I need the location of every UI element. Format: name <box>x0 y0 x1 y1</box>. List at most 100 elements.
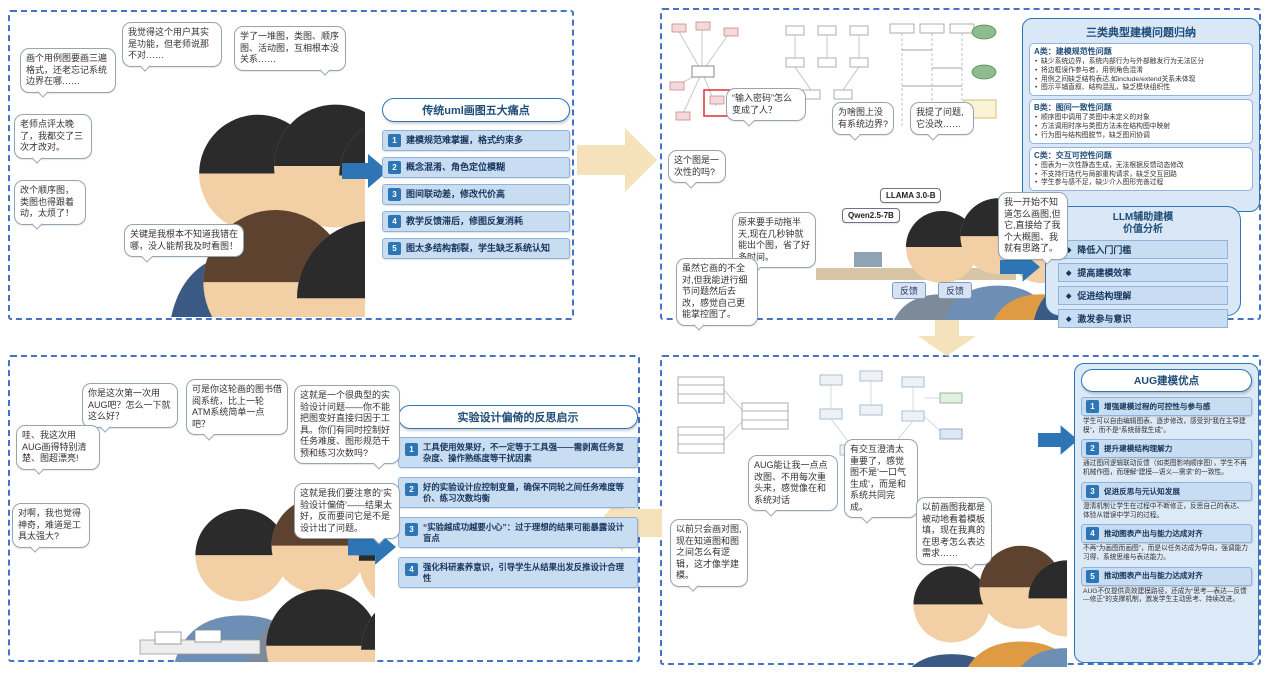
item-description: 澄清机制让学生在过程中不断修正，反思自己的表达、体验从错误中学习的过程。 <box>1083 502 1244 519</box>
section-bullet: 不支持行迭代与局部重构请求，缺乏交互回路 <box>1034 171 1248 180</box>
section-bullet: 将边框误作参与者，用例角色混淆 <box>1034 67 1248 76</box>
actor-icon <box>971 24 997 40</box>
section-heading: C类：交互可控性问题 <box>1034 150 1112 160</box>
quadrant-problem-categories: “输入密码”怎么变成了人？ 这个图是一次性的吗? 为啥图上没有系统边界? 我提了… <box>660 8 1261 328</box>
actor-icon <box>971 64 997 80</box>
item-title: 提升建模结构理解力 <box>1104 444 1173 454</box>
pain-point-item: 2 概念混淆、角色定位模糊 <box>382 157 570 178</box>
speech-bubble: 改个顺序图，类图也得跟着动，太烦了！ <box>14 180 86 225</box>
problem-section-c: C类：交互可控性问题 图表为一次性静态生成，无法根据反馈动态修改 不支持行迭代与… <box>1029 146 1253 192</box>
item-number-icon: 3 <box>405 523 418 536</box>
llm-model-label: LLAMA 3.0-B <box>880 188 942 203</box>
item-description: 学生可以自由编辑图表、逐步修改，感受到“我在主导建模”，而不是“系统替我生成”。 <box>1083 418 1246 434</box>
diamond-bullet-icon: ◆ <box>1066 315 1072 323</box>
speech-bubble: 对啊，我也觉得神奇，难道是工具太强大? <box>12 503 90 548</box>
speech-bubble: 为啥图上没有系统边界? <box>832 102 894 136</box>
speech-bubble: AUG能让我一点点改图、不用每次重头来，感觉像在和系统对话 <box>748 455 838 512</box>
item-number-icon: 4 <box>1086 527 1099 541</box>
speech-bubble: 哇、我这次用AUG画得特别清楚、图超漂亮! <box>16 425 100 470</box>
speech-bubble: 可是你这轮画的图书借阅系统，比上一轮ATM系统简单一点吧？ <box>186 379 288 436</box>
panel-title: 实验设计偏倚的反思启示 <box>398 405 638 429</box>
item-title: 推动图表产出与能力达成对齐 <box>1104 571 1203 581</box>
students-illustration <box>164 104 365 317</box>
llm-model-label: Qwen2.5-7B <box>842 208 900 223</box>
aug-advantages-panel: AUG建模优点 1 增强建模过程的可控性与参与感 学生可以自由编辑图表、逐步修改，… <box>1074 363 1259 663</box>
problem-section-a: A类：建模规范性问题 缺少系统边界，系统内部行为与外部触发行为无法区分 将边框误… <box>1029 43 1253 97</box>
flow-arrow-right-icon <box>577 128 657 192</box>
item-number-icon: 1 <box>1086 400 1099 413</box>
item-description: AUG不仅提供高效建模路径，还成为“思考—表达—反馈—修正”的支撑机制，激发学生… <box>1083 587 1247 604</box>
panel-title: AUG建模优点 <box>1081 369 1252 392</box>
item-text: 图太多结构割裂，学生缺乏系统认知 <box>406 242 551 253</box>
diamond-bullet-icon: ◆ <box>1066 292 1072 300</box>
speech-bubble: 老师点评太晚了，我都交了三次才改对。 <box>14 114 92 159</box>
speech-bubble: 我提了问题,它没改…… <box>910 102 974 136</box>
item-number-icon: 4 <box>405 563 418 576</box>
item-number-icon: 4 <box>388 215 401 228</box>
speech-bubble: 有交互澄清太重要了，感觉图不是‘一口气生成’，而是和系统共同完成。 <box>844 439 918 519</box>
speech-bubble: 这就是一个很典型的实验设计问题——你不能把图变好直接归因于工具。你们有同时控制好… <box>294 385 400 465</box>
section-bullet: 方法调用时序与类图方法未在结构图中映射 <box>1034 123 1248 132</box>
speech-bubble: 以前只会画对图,现在知道图和图之间怎么有逻辑，这才像学建模。 <box>670 519 748 587</box>
reflection-item: 3 “实验越成功越要小心”：过于理想的结果可能暴露设计盲点 <box>398 517 638 548</box>
item-text: 强化科研素养意识，引导学生从结果出发反推设计合理性 <box>423 562 624 583</box>
problem-categories-panel: 三类典型建模问题归纳 A类：建模规范性问题 缺少系统边界，系统内部行为与外部触发… <box>1022 18 1260 212</box>
reflection-item: 4 强化科研素养意识，引导学生从结果出发反推设计合理性 <box>398 557 638 588</box>
item-number-icon: 2 <box>405 483 418 496</box>
speech-bubble: 这就是我们要注意的‘实验设计偏倚’——结果太好，反而要问它是不是设计出了问题。 <box>294 483 400 540</box>
section-bullet: 图示平铺直叙、结构混乱，缺乏模块组织性 <box>1034 84 1248 93</box>
quadrant-traditional-pain-points: 画个用例图要画三遍格式，还老忘记系统边界在哪…… 我觉得这个用户其实是功能，但老… <box>8 10 574 320</box>
panel-title: 三类典型建模问题归纳 <box>1086 27 1196 39</box>
item-description: 通过图间逻辑联动反馈（如类图影响顺序图），学生不再机械作图，而理解“建模—语义—… <box>1083 460 1247 477</box>
aug-advantage-item: 1 增强建模过程的可控性与参与感 学生可以自由编辑图表、逐步修改，感受到“我在主导… <box>1081 397 1252 435</box>
speech-bubble: 这个图是一次性的吗? <box>668 150 726 184</box>
speech-bubble: 以前画图我都是被动地看着模板填，现在我真的在思考怎么表达需求…… <box>916 497 992 565</box>
item-text: 概念混淆、角色定位模糊 <box>406 161 506 172</box>
panel-title: LLM辅助建模 价值分析 <box>1112 212 1174 235</box>
item-text: “实验越成功越要小心”：过于理想的结果可能暴露设计盲点 <box>423 522 624 543</box>
item-text: 提高建模效率 <box>1077 268 1132 278</box>
speech-bubble: 我觉得这个用户其实是功能，但老师说那不对…… <box>122 22 222 67</box>
speech-bubble: 虽然它画的不全对,但我能进行细节问题然后去改，感觉自己更能掌控图了。 <box>676 258 758 326</box>
flow-arrow-down-icon <box>918 320 976 356</box>
section-bullet: 用例之间缺乏结构表达,如include/extend关系未体现 <box>1034 76 1248 85</box>
item-number-icon: 5 <box>1086 569 1099 583</box>
value-item: ◆提高建模效率 <box>1058 263 1228 282</box>
llm-value-panel: LLM辅助建模 价值分析 ◆降低入门门槛 ◆提高建模效率 ◆促进结构理解 ◆激发… <box>1045 206 1241 328</box>
item-text: 降低入门门槛 <box>1077 245 1132 255</box>
aug-advantage-item: 5 推动图表产出与能力达成对齐 AUG不仅提供高效建模路径，还成为“思考—表达—反… <box>1081 566 1252 605</box>
item-text: 建模规范难掌握，格式约束多 <box>406 134 524 145</box>
diamond-bullet-icon: ◆ <box>1066 246 1072 254</box>
item-text: 促进结构理解 <box>1077 291 1132 301</box>
section-bullet: 行为图与结构图脱节，缺乏图间协调 <box>1034 132 1248 141</box>
reflection-item: 2 好的实验设计应控制变量，确保不同轮之间任务难度等价、练习次数均衡 <box>398 477 638 508</box>
item-text: 好的实验设计应控制变量，确保不同轮之间任务难度等价、练习次数均衡 <box>423 482 624 503</box>
feedback-label: 反馈 <box>892 282 927 299</box>
item-text: 图间联动差，修改代价高 <box>406 188 506 199</box>
pointer-arrow-icon <box>342 154 388 188</box>
speech-bubble: 关键是我根本不知道我错在哪，没人能帮我及时看图！ <box>124 224 244 258</box>
feedback-label: 反馈 <box>938 282 973 299</box>
value-item: ◆激发参与意识 <box>1058 309 1228 328</box>
speech-bubble: 我一开始不知道怎么画图,但它,直接给了我个大概图、我就有思路了。 <box>998 192 1068 260</box>
item-title: 增强建模过程的可控性与参与感 <box>1104 401 1211 411</box>
pointer-arrow-icon <box>1038 425 1078 455</box>
item-number-icon: 3 <box>388 188 401 201</box>
section-bullet: 图表为一次性静态生成，无法根据反馈动态修改 <box>1034 162 1248 171</box>
item-number-icon: 2 <box>388 161 401 174</box>
pointer-arrow-icon <box>1000 252 1040 282</box>
section-bullet: 学生参与感不足，缺少介入图形完善过程 <box>1034 179 1248 188</box>
pain-point-item: 3 图间联动差，修改代价高 <box>382 184 570 205</box>
students-discussion-illustration <box>139 497 375 662</box>
section-bullet: 顺序图中调用了类图中未定义的对象 <box>1034 114 1248 123</box>
